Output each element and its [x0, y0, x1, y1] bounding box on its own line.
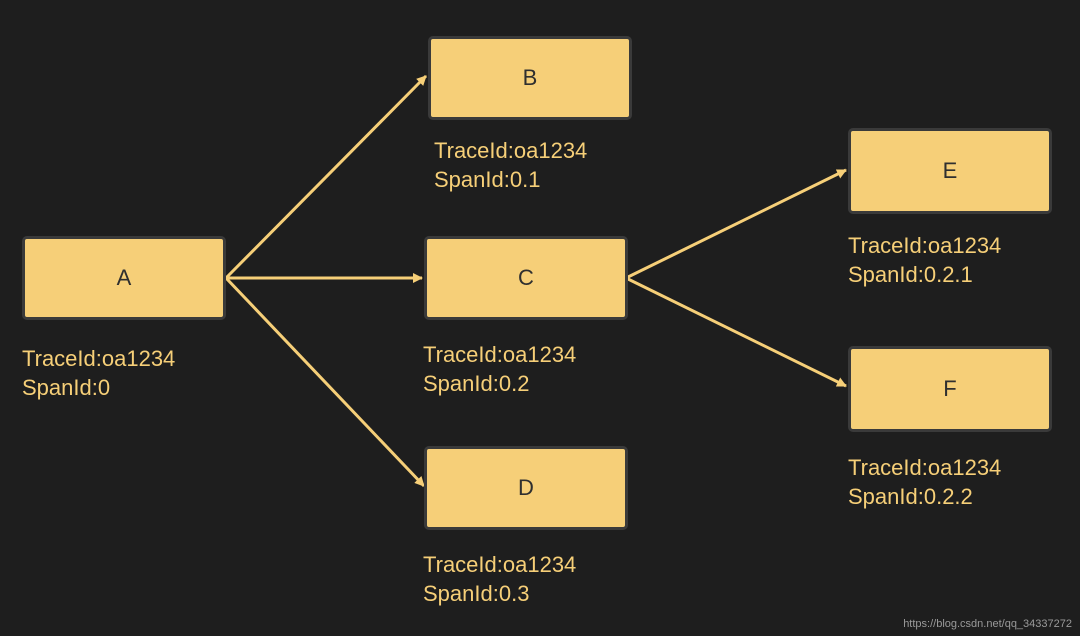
node-f-trace-id: TraceId:oa1234: [848, 455, 1002, 480]
node-a-span-id: SpanId:0: [22, 375, 111, 400]
node-d-label: D: [518, 475, 534, 500]
node-f-info: TraceId:oa1234 SpanId:0.2.2: [848, 453, 1001, 511]
node-a-label: A: [116, 265, 132, 290]
node-a: A: [22, 236, 226, 320]
node-c-span-id: SpanId:0.2: [423, 371, 530, 396]
node-b-trace-id: TraceId:oa1234: [434, 138, 588, 163]
node-d-trace-id: TraceId:oa1234: [423, 552, 577, 577]
node-e-span-id: SpanId:0.2.1: [848, 262, 973, 287]
node-f-span-id: SpanId:0.2.2: [848, 484, 973, 509]
watermark: https://blog.csdn.net/qq_34337272: [903, 618, 1072, 630]
node-f: F: [848, 346, 1052, 432]
node-e: E: [848, 128, 1052, 214]
node-c-info: TraceId:oa1234 SpanId:0.2: [423, 340, 576, 398]
node-b-info: TraceId:oa1234 SpanId:0.1: [434, 136, 587, 194]
node-a-info: TraceId:oa1234 SpanId:0: [22, 344, 175, 402]
node-d-span-id: SpanId:0.3: [423, 581, 530, 606]
node-e-trace-id: TraceId:oa1234: [848, 233, 1002, 258]
node-b-span-id: SpanId:0.1: [434, 167, 541, 192]
node-c-label: C: [518, 265, 534, 290]
node-e-info: TraceId:oa1234 SpanId:0.2.1: [848, 231, 1001, 289]
node-c: C: [424, 236, 628, 320]
node-f-label: F: [943, 376, 957, 401]
node-b-label: B: [522, 65, 538, 90]
node-a-trace-id: TraceId:oa1234: [22, 346, 176, 371]
node-d: D: [424, 446, 628, 530]
edge-c-e: [625, 168, 847, 280]
edge-a-d: [224, 276, 426, 488]
edge-a-b: [224, 74, 428, 280]
node-e-label: E: [942, 158, 958, 183]
node-d-info: TraceId:oa1234 SpanId:0.3: [423, 550, 576, 608]
edge-c-f: [625, 276, 847, 388]
node-c-trace-id: TraceId:oa1234: [423, 342, 577, 367]
node-b: B: [428, 36, 632, 120]
